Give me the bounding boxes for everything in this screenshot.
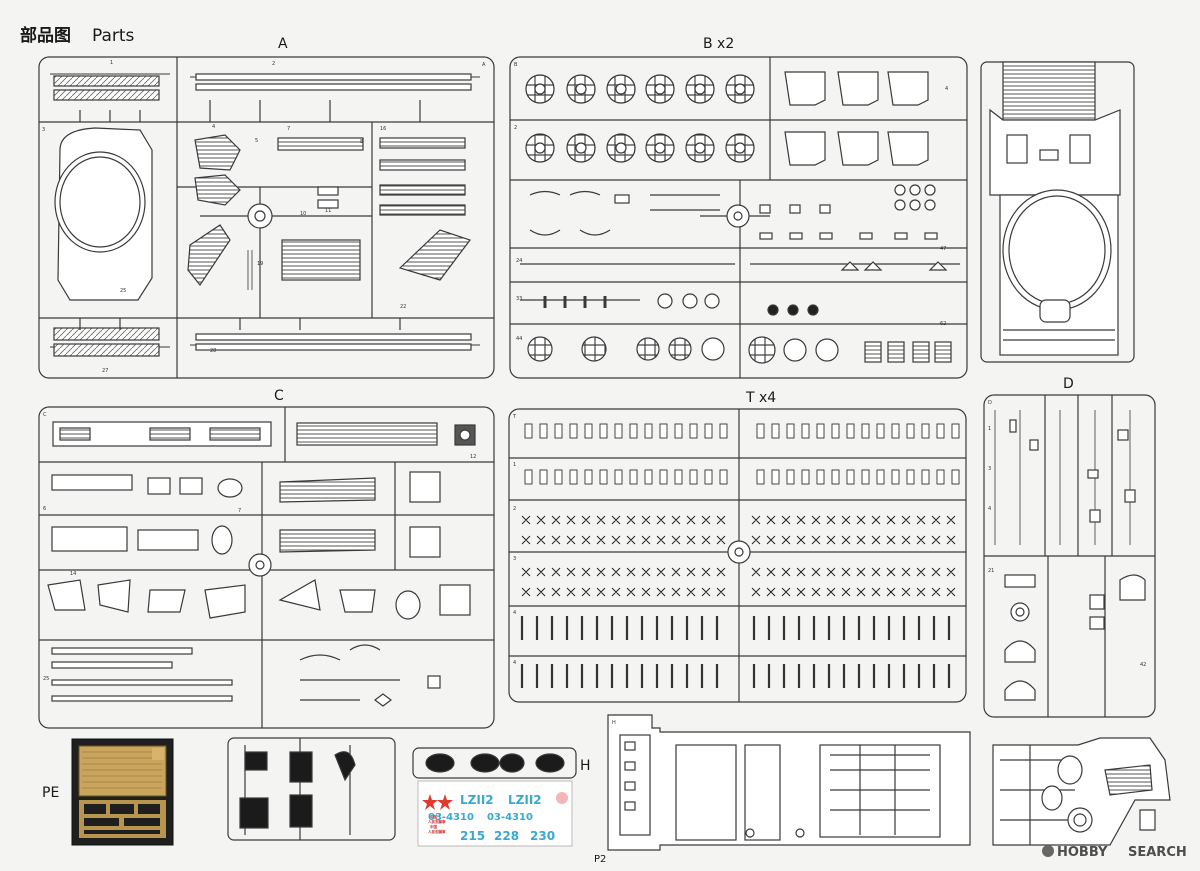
svg-text:12: 12 [470, 454, 476, 460]
sprue-b [509, 56, 968, 379]
svg-text:33: 33 [516, 296, 522, 302]
svg-text:1: 1 [513, 462, 516, 468]
sprue-t [508, 408, 967, 703]
svg-text:4: 4 [212, 124, 215, 130]
page-title-en: Parts [92, 26, 135, 46]
sprue-a-label: A [278, 36, 288, 52]
sprue-b-label: B x2 [703, 36, 734, 52]
svg-text:3: 3 [513, 556, 516, 562]
hobbysearch-logo-icon [1042, 845, 1054, 857]
decal-small-2: 人民志願軍 [428, 819, 446, 824]
svg-text:C: C [43, 412, 47, 418]
svg-text:4: 4 [513, 660, 516, 666]
decal-number-1: 215 [460, 829, 485, 843]
decal-small-4: 人民志願軍 [428, 829, 446, 834]
sprue-d-label: D [1063, 376, 1074, 392]
decal-small-1: 中国 [430, 814, 438, 819]
svg-text:4: 4 [988, 506, 991, 512]
page-title-cn: 部品图 [20, 25, 71, 46]
svg-text:28: 28 [210, 348, 216, 354]
svg-text:62: 62 [940, 321, 946, 327]
decal-small-3: 中国 [430, 824, 438, 829]
svg-text:T: T [512, 414, 517, 420]
pe-label: PE [42, 785, 59, 801]
svg-text:4: 4 [945, 86, 948, 92]
svg-text:1: 1 [988, 426, 991, 432]
svg-text:6: 6 [43, 506, 46, 512]
svg-text:47: 47 [940, 246, 946, 252]
page-number: P2 [594, 854, 606, 865]
svg-text:D: D [988, 400, 992, 406]
red-star-icon [437, 794, 453, 810]
svg-text:42: 42 [1140, 662, 1146, 668]
sprue-h-label: H [580, 758, 591, 774]
svg-text:2: 2 [513, 506, 516, 512]
hull-sprue-letter: H [612, 720, 616, 726]
sprue-a-part-numbers: 3 1 2 A 4 7 5 8 16 25 10 11 19 22 27 28 [42, 60, 486, 374]
watermark-brand: HOBBY [1057, 845, 1108, 860]
svg-text:2: 2 [272, 61, 275, 67]
svg-text:24: 24 [516, 258, 522, 264]
decal-number-3: 230 [530, 829, 555, 843]
svg-text:27: 27 [102, 368, 108, 374]
sprue-a [38, 56, 495, 379]
svg-text:44: 44 [516, 336, 522, 342]
sprue-bits [227, 737, 577, 841]
watermark-search: SEARCH [1128, 845, 1187, 860]
svg-text:19: 19 [257, 261, 263, 267]
sprue-c [38, 406, 495, 729]
watermark: HOBBY SEARCH [1042, 845, 1187, 860]
sprue-c-part-numbers: C 6 14 25 12 7 [43, 412, 476, 682]
pe-fret [71, 738, 174, 846]
hull-sprue [607, 714, 971, 851]
decal-text-4: 03-4310 [487, 812, 533, 823]
svg-text:1: 1 [110, 60, 113, 66]
sprue-t-part-numbers: T 1 2 3 4 4 [512, 414, 517, 666]
svg-text:3: 3 [988, 466, 991, 472]
svg-text:2: 2 [514, 125, 517, 131]
sprue-d-part-numbers: D 1 3 4 21 42 [988, 400, 1146, 668]
svg-text:B: B [514, 62, 518, 68]
red-star-icon [422, 794, 438, 810]
svg-text:3: 3 [42, 127, 45, 133]
svg-text:14: 14 [70, 571, 76, 577]
sprue-c-label: C [274, 388, 284, 404]
svg-text:7: 7 [238, 508, 241, 514]
svg-text:5: 5 [255, 138, 258, 144]
decal-text-3: 03-4310 [428, 812, 474, 823]
svg-text:25: 25 [43, 676, 49, 682]
decal-text-1: LZII2 [460, 793, 494, 807]
decal-sheet: LZII2 LZII2 03-4310 03-4310 中国 人民志願軍 中国 … [417, 780, 573, 847]
sprue-t-label: T x4 [745, 390, 776, 406]
hull-top-view [980, 61, 1135, 363]
svg-text:7: 7 [287, 126, 290, 132]
svg-text:25: 25 [120, 288, 126, 294]
page-title: 部品图 Parts [20, 25, 135, 46]
svg-text:22: 22 [400, 304, 406, 310]
svg-text:8: 8 [360, 139, 363, 145]
svg-text:21: 21 [988, 568, 994, 574]
decal-text-2: LZII2 [508, 793, 542, 807]
decal-emblem [556, 792, 568, 804]
sprue-b-part-numbers: B 2 4 24 33 44 62 47 [514, 62, 948, 342]
svg-text:10: 10 [300, 211, 306, 217]
hull-interior [992, 737, 1171, 846]
decal-number-2: 228 [494, 829, 519, 843]
svg-text:A: A [482, 62, 486, 68]
svg-text:4: 4 [513, 610, 516, 616]
sprue-d [983, 394, 1156, 718]
svg-text:11: 11 [325, 208, 331, 214]
svg-text:16: 16 [380, 126, 386, 132]
